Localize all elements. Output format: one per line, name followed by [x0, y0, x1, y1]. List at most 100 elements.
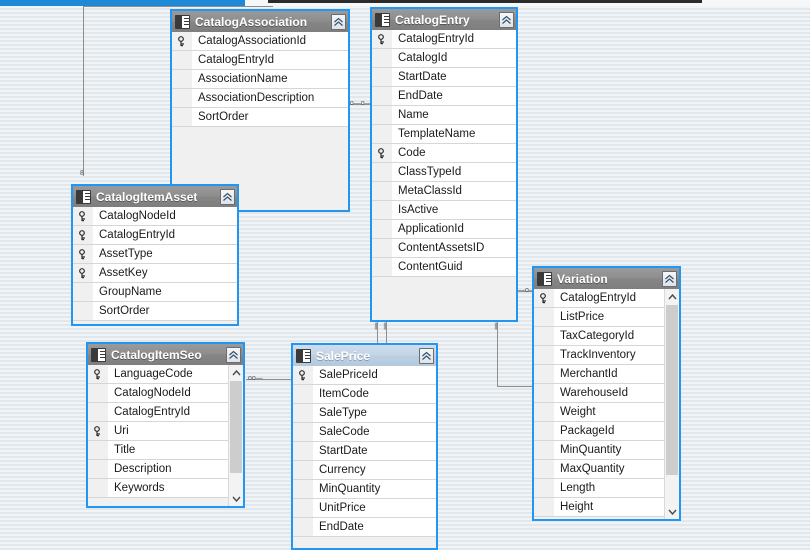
- chevron-up-icon[interactable]: [226, 346, 241, 363]
- table-row[interactable]: ClassTypeId: [372, 163, 516, 182]
- relationship-line[interactable]: [512, 291, 534, 292]
- table-row[interactable]: TaxCategoryId: [534, 327, 664, 346]
- table-row[interactable]: CatalogEntryId: [534, 289, 664, 308]
- vertical-scrollbar[interactable]: [228, 365, 243, 506]
- relationship-line[interactable]: [386, 322, 387, 348]
- key-slot: [534, 365, 554, 383]
- table-row[interactable]: CatalogEntryId: [172, 51, 348, 70]
- table-row[interactable]: SortOrder: [73, 302, 237, 321]
- table-row[interactable]: AssociationDescription: [172, 89, 348, 108]
- table-CatalogItemSeo[interactable]: CatalogItemSeo LanguageCode CatalogNodeI…: [86, 342, 245, 508]
- table-row[interactable]: MetaClassId: [372, 182, 516, 201]
- table-row[interactable]: UnitPrice: [293, 499, 436, 518]
- table-row[interactable]: WarehouseId: [534, 384, 664, 403]
- table-header[interactable]: CatalogItemSeo: [88, 344, 243, 365]
- relationship-line[interactable]: [377, 322, 378, 348]
- key-slot: [88, 384, 108, 402]
- table-row[interactable]: LanguageCode: [88, 365, 228, 384]
- table-row[interactable]: SortOrder: [172, 108, 348, 127]
- chevron-up-icon[interactable]: [499, 11, 514, 28]
- table-CatalogAssociation[interactable]: CatalogAssociation CatalogAssociationId …: [170, 9, 350, 212]
- scroll-up-button[interactable]: [229, 365, 243, 380]
- table-row[interactable]: EndDate: [293, 518, 436, 537]
- table-row[interactable]: Height: [534, 498, 664, 517]
- key-slot: [534, 327, 554, 345]
- table-header[interactable]: CatalogAssociation: [172, 11, 348, 32]
- table-row[interactable]: TemplateName: [372, 125, 516, 144]
- table-row[interactable]: MerchantId: [534, 365, 664, 384]
- table-header[interactable]: SalePrice: [293, 345, 436, 366]
- chevron-up-icon[interactable]: [331, 13, 346, 30]
- table-row[interactable]: CatalogNodeId: [88, 384, 228, 403]
- relationship-line[interactable]: [497, 386, 535, 387]
- table-row[interactable]: PackageId: [534, 422, 664, 441]
- relationship-line[interactable]: [344, 104, 370, 105]
- table-row[interactable]: StartDate: [293, 442, 436, 461]
- table-CatalogEntry[interactable]: CatalogEntry CatalogEntryId CatalogId St…: [370, 7, 518, 322]
- crowfoot-marker: —o—: [518, 287, 536, 294]
- table-row[interactable]: SalePriceId: [293, 366, 436, 385]
- table-row[interactable]: ContentGuid: [372, 258, 516, 277]
- column-name: Code: [398, 147, 426, 159]
- table-row[interactable]: CatalogEntryId: [88, 403, 228, 422]
- relationship-line[interactable]: [497, 322, 498, 386]
- chevron-up-icon[interactable]: [662, 270, 677, 287]
- table-row[interactable]: Uri: [88, 422, 228, 441]
- column-name: SortOrder: [99, 305, 150, 317]
- table-header[interactable]: CatalogItemAsset: [73, 186, 237, 207]
- table-row[interactable]: Description: [88, 460, 228, 479]
- table-row[interactable]: Title: [88, 441, 228, 460]
- table-row[interactable]: ContentAssetsID: [372, 239, 516, 258]
- relationship-line[interactable]: [83, 6, 84, 176]
- table-row[interactable]: Code: [372, 144, 516, 163]
- table-row[interactable]: CatalogEntryId: [73, 226, 237, 245]
- table-header[interactable]: CatalogEntry: [372, 9, 516, 30]
- scrollbar-thumb[interactable]: [230, 381, 242, 473]
- table-row[interactable]: CatalogEntryId: [372, 30, 516, 49]
- scroll-up-button[interactable]: [665, 289, 679, 304]
- table-row[interactable]: EndDate: [372, 87, 516, 106]
- table-row[interactable]: ItemCode: [293, 385, 436, 404]
- chevron-up-icon[interactable]: [220, 188, 235, 205]
- table-row[interactable]: StartDate: [372, 68, 516, 87]
- key-icon: [172, 32, 192, 50]
- scroll-down-button[interactable]: [229, 491, 243, 506]
- table-row[interactable]: IsActive: [372, 201, 516, 220]
- table-row[interactable]: AssetType: [73, 245, 237, 264]
- chevron-up-icon[interactable]: [419, 347, 434, 364]
- table-row[interactable]: ListPrice: [534, 308, 664, 327]
- table-row[interactable]: SaleCode: [293, 423, 436, 442]
- table-header[interactable]: Variation: [534, 268, 679, 289]
- table-CatalogItemAsset[interactable]: CatalogItemAsset CatalogNodeId CatalogEn…: [71, 184, 239, 326]
- table-row[interactable]: GroupName: [73, 283, 237, 302]
- table-row[interactable]: SaleType: [293, 404, 436, 423]
- table-row[interactable]: TrackInventory: [534, 346, 664, 365]
- scroll-down-button[interactable]: [665, 504, 679, 519]
- table-row[interactable]: CatalogAssociationId: [172, 32, 348, 51]
- key-slot: [534, 498, 554, 516]
- table-row[interactable]: Keywords: [88, 479, 228, 498]
- table-icon: [175, 14, 190, 29]
- vertical-scrollbar[interactable]: [664, 289, 679, 519]
- table-row[interactable]: CatalogNodeId: [73, 207, 237, 226]
- table-row[interactable]: ApplicationId: [372, 220, 516, 239]
- table-row[interactable]: Length: [534, 479, 664, 498]
- key-slot: [88, 479, 108, 497]
- table-row[interactable]: Weight: [534, 403, 664, 422]
- table-row[interactable]: AssociationName: [172, 70, 348, 89]
- scrollbar-thumb[interactable]: [666, 305, 678, 475]
- relationship-line[interactable]: [83, 6, 273, 7]
- relationship-line[interactable]: [246, 379, 292, 380]
- table-row[interactable]: Currency: [293, 461, 436, 480]
- column-name: MinQuantity: [319, 483, 381, 495]
- table-SalePrice[interactable]: SalePrice SalePriceId ItemCode SaleType …: [291, 343, 438, 550]
- key-slot: [172, 70, 192, 88]
- table-row[interactable]: Name: [372, 106, 516, 125]
- table-row[interactable]: MinQuantity: [293, 480, 436, 499]
- table-row[interactable]: MaxQuantity: [534, 460, 664, 479]
- table-Variation[interactable]: Variation CatalogEntryId ListPrice TaxCa…: [532, 266, 681, 521]
- table-row[interactable]: MinQuantity: [534, 441, 664, 460]
- table-row[interactable]: AssetKey: [73, 264, 237, 283]
- table-row[interactable]: CatalogId: [372, 49, 516, 68]
